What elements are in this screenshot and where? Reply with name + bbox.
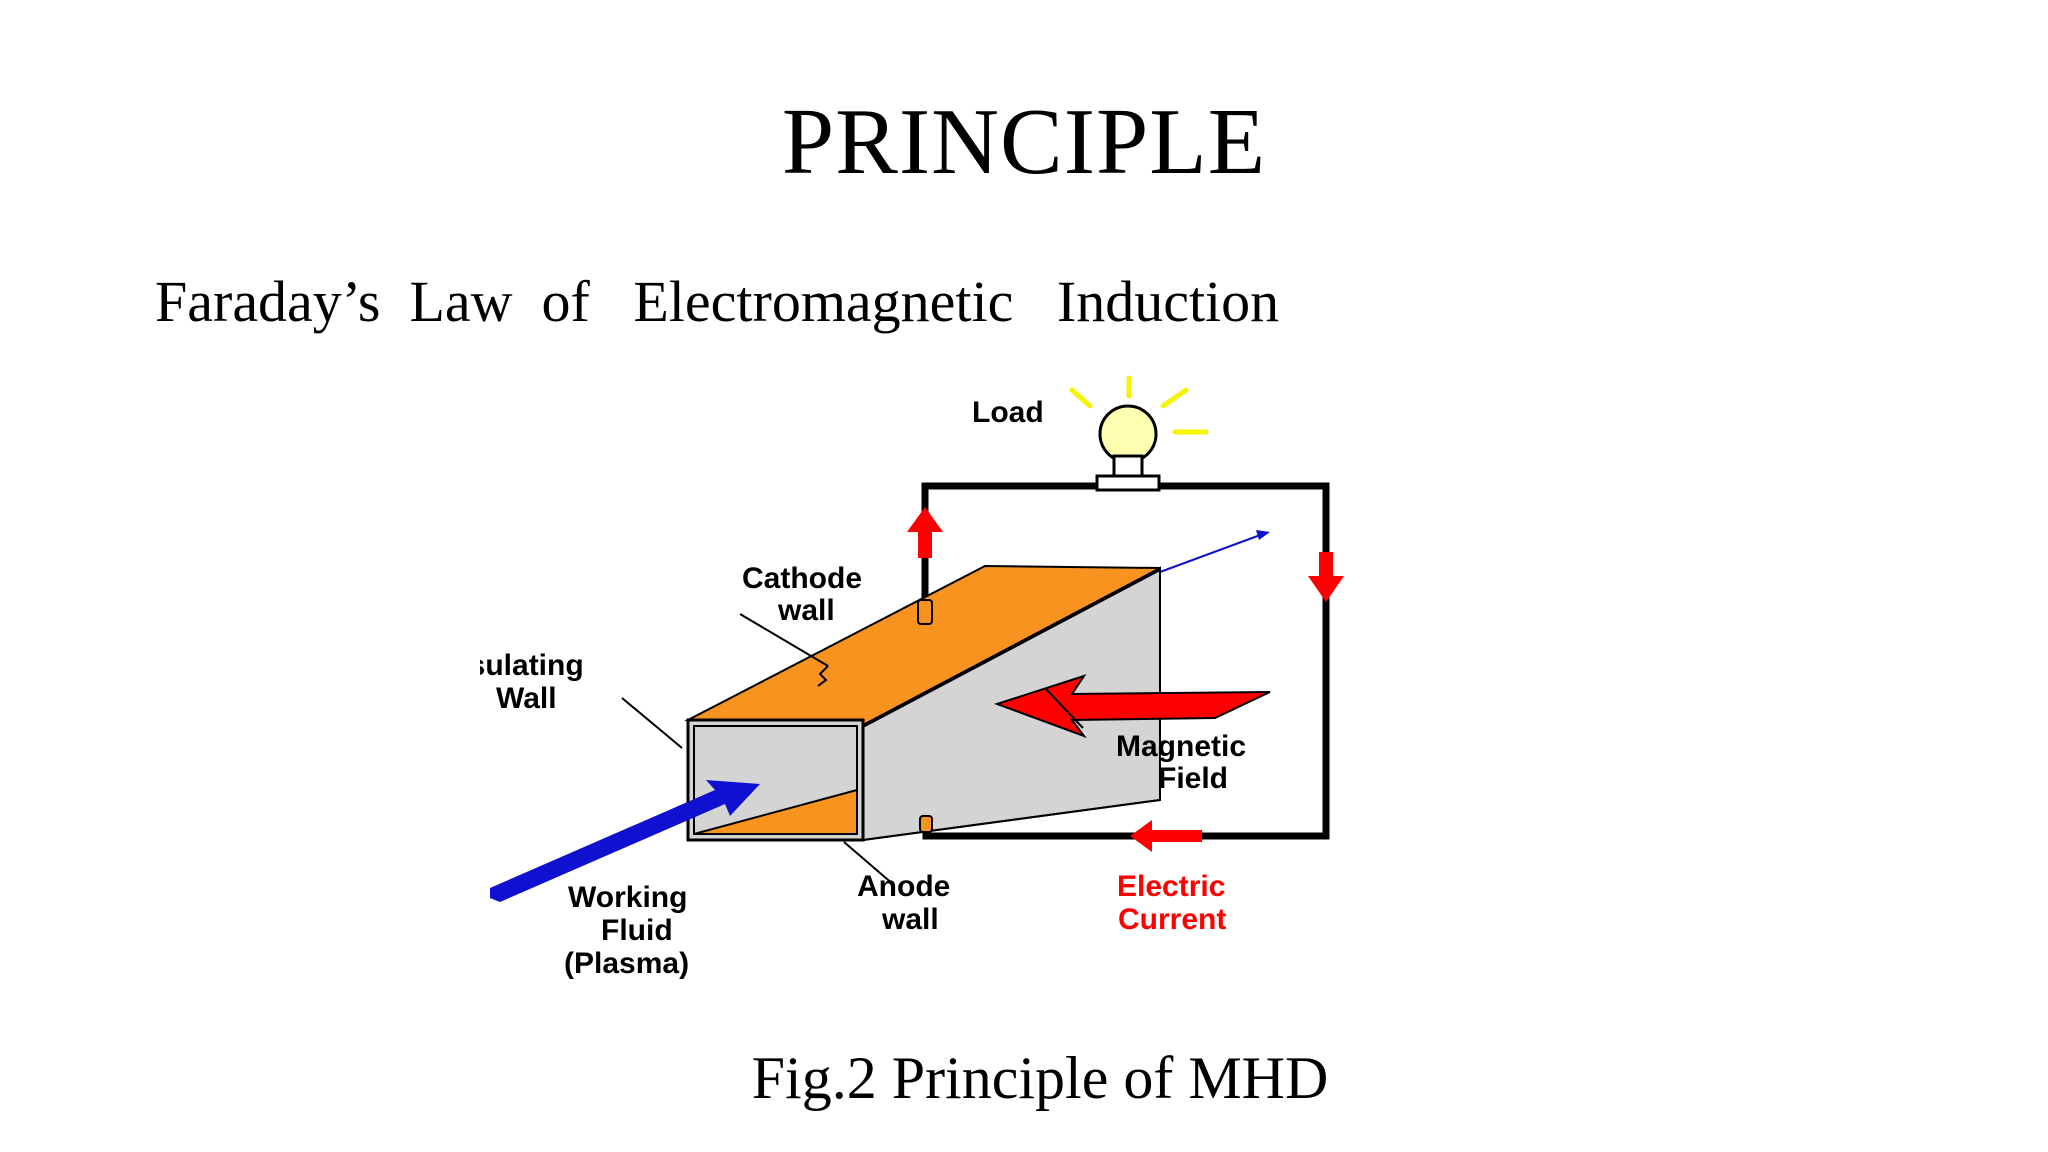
working-label-line3: (Plasma) [564,947,689,980]
magnetic-field-arrow [993,674,1271,739]
mhd-principle-diagram: Load Cathode wall Insulating Wall Magnet… [480,370,1380,1140]
electric-current-label-line2: Current [1118,903,1226,936]
leader-lines [621,613,1084,886]
cathode-label-line1: Cathode [742,562,862,595]
anode-electrode [919,815,933,833]
insulating-label-line1: Insulating [480,649,584,682]
working-label-line1: Working [568,881,687,914]
slide-subtitle: Faraday’s Law of Electromagnetic Inducti… [155,269,1280,334]
load-label: Load [972,396,1044,429]
magnetic-label-line1: Magnetic [1116,730,1246,763]
field-line [1159,530,1270,573]
slide-title: PRINCIPLE [781,90,1267,194]
electric-current-label-line1: Electric [1117,870,1225,903]
cathode-label-line2: wall [777,594,835,627]
magnetic-label-line2: Field [1158,762,1228,795]
working-fluid-arrow [490,780,760,902]
cathode-electrode [917,599,933,625]
anode-label-line1: Anode [857,870,950,903]
insulating-label-line2: Wall [496,682,557,715]
working-label-line2: Fluid [601,914,673,947]
figure-caption: Fig.2 Principle of MHD [751,1045,1329,1111]
anode-label-line2: wall [881,903,939,936]
current-arrows [907,507,1344,852]
load-bulb-icon [1069,375,1209,492]
